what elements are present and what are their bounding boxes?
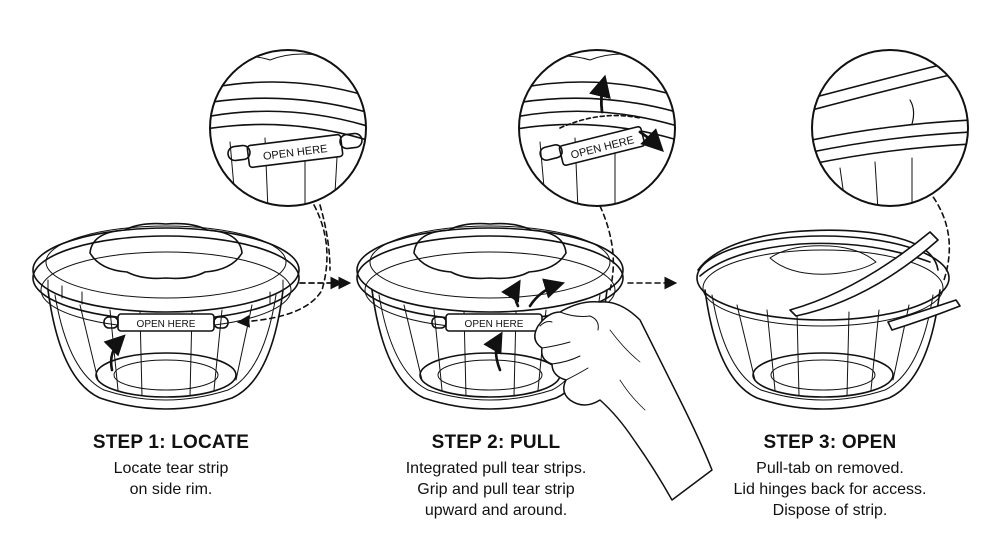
step-1-line-1: Locate tear strip	[113, 460, 229, 477]
bowl-step3	[696, 229, 961, 410]
step-2-caption: STEP 2: PULL Integrated pull tear strips…	[346, 432, 646, 521]
zoom-circle-step2	[518, 49, 676, 207]
step-1-line-2: on side rim.	[129, 481, 213, 498]
tear-strip-label-step2: OPEN HERE	[465, 319, 524, 330]
step-1-title: STEP 1: LOCATE	[92, 432, 250, 453]
step-2-title: STEP 2: PULL	[431, 432, 561, 453]
step-2-line-2: Grip and pull tear strip	[417, 481, 575, 498]
step-3-line-2: Lid hinges back for access.	[733, 481, 927, 498]
bowl-step2	[356, 222, 624, 410]
step-2-line-3: upward and around.	[424, 502, 568, 519]
bowl-step1	[32, 222, 300, 410]
zoom-circle-step3	[811, 49, 969, 207]
hand-illustration	[534, 300, 713, 501]
step-2-line-1: Integrated pull tear strips.	[405, 460, 587, 477]
tear-strip-label-step1: OPEN HERE	[137, 319, 196, 330]
step-1-caption: STEP 1: LOCATE Locate tear strip on side…	[21, 432, 321, 500]
step-3-line-1: Pull-tab on removed.	[756, 460, 904, 477]
zoom-circle-step1	[209, 49, 367, 207]
step-3-line-3: Dispose of strip.	[772, 502, 888, 519]
step-3-title: STEP 3: OPEN	[763, 432, 897, 453]
step-3-caption: STEP 3: OPEN Pull-tab on removed. Lid hi…	[680, 432, 980, 521]
